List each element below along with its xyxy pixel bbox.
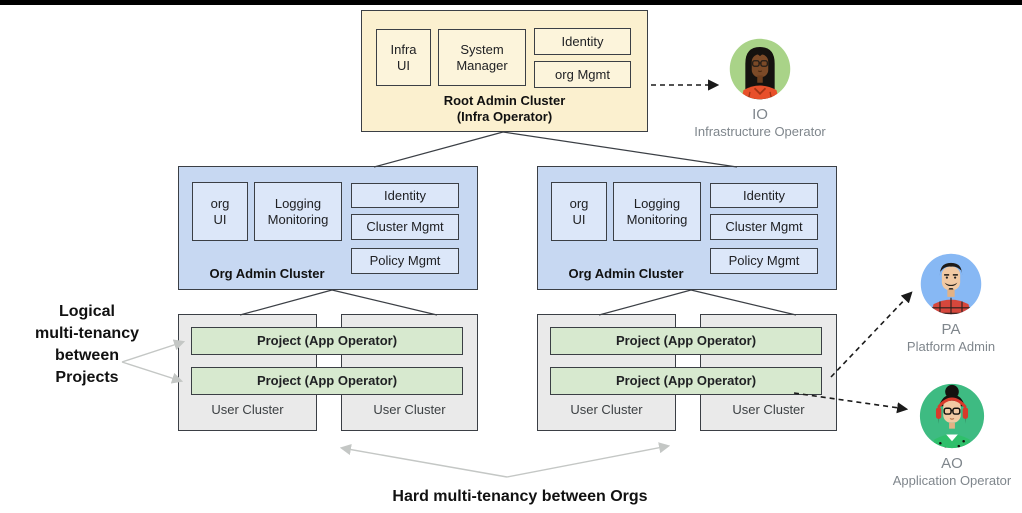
- annotation-projects: Logical multi-tenancy between Projects: [34, 303, 139, 386]
- project-bar-1b: Project (App Operator): [191, 367, 463, 395]
- ao-woman-avatar-icon: [919, 383, 985, 449]
- chip-org-ui-1: org UI: [192, 182, 248, 241]
- chip-logging-monitoring-1: Logging Monitoring: [254, 182, 342, 241]
- annotation-orgs: Hard multi-tenancy between Orgs: [392, 488, 648, 505]
- user-cluster-group-2: Project (App Operator) Project (App Oper…: [537, 314, 837, 431]
- chip-identity-org-1: Identity: [351, 183, 459, 208]
- edge-org1-to-user-1a: [239, 289, 333, 316]
- edge-org2-to-user-2b: [690, 289, 797, 316]
- root-cluster-title: Root Admin Cluster (Infra Operator): [443, 93, 566, 125]
- bottom-border-bar: [0, 0, 1022, 5]
- root-admin-cluster: Infra UI System Manager Identity org Mgm…: [361, 10, 648, 132]
- org-admin-cluster-2: org UI Logging Monitoring Identity Clust…: [537, 166, 837, 290]
- project-bar-1a: Project (App Operator): [191, 327, 463, 355]
- org-admin-cluster-1: org UI Logging Monitoring Identity Clust…: [178, 166, 478, 290]
- persona-role-io: Infrastructure Operator: [694, 124, 826, 139]
- edge-root-to-org-1: [373, 131, 504, 168]
- persona-abbr-pa: PA: [941, 321, 961, 338]
- chip-cluster-mgmt-2: Cluster Mgmt: [710, 214, 818, 240]
- edge-org2-to-user-2a: [598, 289, 692, 316]
- project-bar-2a: Project (App Operator): [550, 327, 822, 355]
- persona-role-ao: Application Operator: [892, 473, 1012, 488]
- persona-pa: PA Platform Admin: [871, 251, 1022, 354]
- user-cluster-label-2b: User Cluster: [732, 402, 805, 417]
- arrow-orgs-left: [339, 444, 508, 478]
- chip-infra-ui: Infra UI: [376, 29, 431, 86]
- io-woman-avatar-icon: [729, 38, 791, 100]
- chip-identity-root: Identity: [534, 28, 631, 55]
- arrow-orgs-right: [506, 442, 671, 478]
- chip-logging-monitoring-2: Logging Monitoring: [613, 182, 701, 241]
- project-bar-2b: Project (App Operator): [550, 367, 822, 395]
- org-cluster-title-2: Org Admin Cluster: [568, 266, 684, 281]
- user-cluster-label-1b: User Cluster: [373, 402, 446, 417]
- persona-role-pa: Platform Admin: [906, 339, 996, 354]
- persona-ao: AO Application Operator: [872, 381, 1022, 488]
- chip-org-ui-2: org UI: [551, 182, 607, 241]
- persona-abbr-ao: AO: [941, 455, 963, 472]
- pa-man-avatar-icon: [920, 253, 982, 315]
- persona-abbr-io: IO: [752, 106, 768, 123]
- persona-io: IO Infrastructure Operator: [680, 36, 840, 139]
- user-cluster-label-1a: User Cluster: [211, 402, 284, 417]
- chip-policy-mgmt-2: Policy Mgmt: [710, 248, 818, 274]
- edge-org1-to-user-1b: [331, 289, 438, 316]
- chip-policy-mgmt-1: Policy Mgmt: [351, 248, 459, 274]
- chip-system-manager: System Manager: [438, 29, 526, 86]
- org-cluster-title-1: Org Admin Cluster: [209, 266, 325, 281]
- chip-identity-org-2: Identity: [710, 183, 818, 208]
- chip-org-mgmt: org Mgmt: [534, 61, 631, 88]
- user-cluster-label-2a: User Cluster: [570, 402, 643, 417]
- chip-cluster-mgmt-1: Cluster Mgmt: [351, 214, 459, 240]
- user-cluster-group-1: Project (App Operator) Project (App Oper…: [178, 314, 478, 431]
